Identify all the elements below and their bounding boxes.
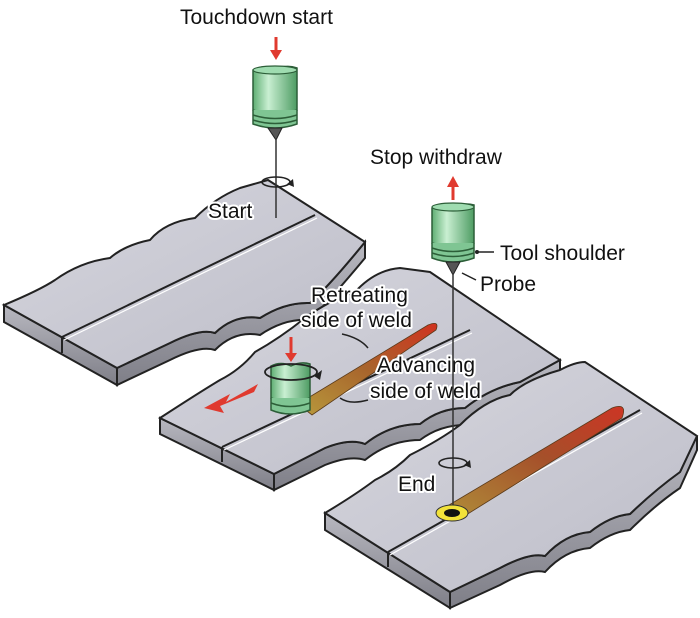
leader-probe bbox=[461, 272, 477, 281]
label-end: End bbox=[398, 473, 435, 496]
tool-traverse bbox=[264, 337, 322, 415]
label-touchdown-start: Touchdown start bbox=[180, 6, 333, 29]
label-advancing-2: side of weld bbox=[370, 380, 481, 403]
rotation-icon bbox=[264, 363, 318, 381]
label-retreating-1: Retreating bbox=[311, 284, 408, 307]
travel-direction-arrow bbox=[204, 384, 258, 413]
up-arrow-icon bbox=[447, 176, 459, 187]
probe bbox=[445, 261, 461, 277]
plate-stage-2 bbox=[157, 266, 562, 492]
label-stop-withdraw: Stop withdraw bbox=[370, 146, 503, 169]
keyhole bbox=[444, 509, 460, 517]
label-tool-shoulder: Tool shoulder bbox=[500, 242, 625, 265]
weld-seam-line bbox=[61, 214, 316, 338]
plate-stage-3 bbox=[323, 360, 699, 610]
down-arrow-icon bbox=[270, 50, 282, 60]
label-probe: Probe bbox=[480, 273, 536, 296]
down-arrow-icon bbox=[285, 353, 297, 362]
leader-retreating bbox=[341, 333, 369, 349]
weld-bead bbox=[297, 322, 438, 416]
label-start: Start bbox=[208, 200, 253, 223]
weld-bead bbox=[443, 405, 625, 521]
leader-advancing bbox=[339, 397, 369, 403]
label-retreating-2: side of weld bbox=[301, 309, 412, 332]
tool-body bbox=[270, 362, 311, 403]
plate-stage-1 bbox=[1, 178, 367, 387]
probe bbox=[267, 127, 283, 141]
label-advancing-1: Advancing bbox=[377, 354, 475, 377]
tool-withdraw bbox=[431, 176, 494, 505]
tool-touchdown bbox=[252, 37, 298, 218]
